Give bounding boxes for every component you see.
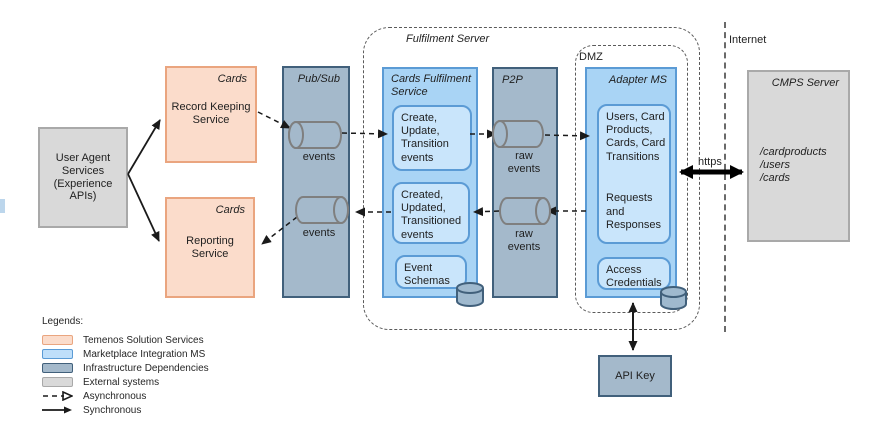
reporting-service-node: Cards Reporting Service bbox=[165, 197, 255, 298]
cards-fulfilment-service-label: Cards Fulfilment Service bbox=[391, 73, 472, 98]
legend-item-external: External systems bbox=[42, 375, 209, 389]
pubsub-label: Pub/Sub bbox=[297, 73, 340, 85]
legend-item-infrastructure: Infrastructure Dependencies bbox=[42, 361, 209, 375]
reporting-label: Reporting Service bbox=[186, 235, 234, 260]
legend-label-synchronous: Synchronous bbox=[83, 404, 142, 416]
legend-swatch-temenos bbox=[42, 335, 73, 345]
adapter-entities-text: Users, Card Products, Cards, Card Transi… bbox=[606, 111, 666, 163]
p2p-queue2-label: raw events bbox=[507, 228, 541, 253]
legend-item-temenos: Temenos Solution Services bbox=[42, 333, 209, 347]
user-agent-services-node: User Agent Services (Experience APIs) bbox=[38, 127, 128, 228]
p2p-queue1-label: raw events bbox=[507, 150, 541, 175]
user-agent-services-label: User Agent Services (Experience APIs) bbox=[53, 151, 113, 203]
create-update-transition-events-box: Create, Update, Transition events bbox=[392, 105, 472, 171]
reporting-cards-tag: Cards bbox=[215, 204, 245, 216]
arrow-useragent-to-reporting bbox=[127, 173, 160, 242]
legend-item-asynchronous: Asynchronous bbox=[42, 389, 209, 403]
legend-label-external: External systems bbox=[83, 376, 160, 388]
pubsub-queue1-label: events bbox=[302, 151, 336, 163]
access-credentials-box: Access Credentials bbox=[597, 257, 671, 290]
internet-label: Internet bbox=[729, 34, 767, 46]
https-label: https bbox=[697, 156, 723, 168]
legend-label-infrastructure: Infrastructure Dependencies bbox=[83, 362, 209, 374]
arrow-useragent-to-recordkeeping bbox=[127, 119, 161, 175]
adapter-ms-node: Adapter MS Users, Card Products, Cards, … bbox=[585, 67, 677, 298]
legend-swatch-marketplace bbox=[42, 349, 73, 359]
dmz-label: DMZ bbox=[579, 51, 603, 63]
internet-boundary-line bbox=[724, 22, 726, 332]
p2p-node: P2P bbox=[492, 67, 558, 298]
legend-swatch-external bbox=[42, 377, 73, 387]
api-key-label: API Key bbox=[615, 369, 655, 382]
record-keeping-label: Record Keeping Service bbox=[171, 101, 251, 126]
api-key-node: API Key bbox=[598, 355, 672, 397]
record-keeping-cards-tag: Cards bbox=[217, 73, 247, 85]
legend: Legends: Temenos Solution Services Marke… bbox=[42, 316, 209, 417]
legend-title: Legends: bbox=[42, 316, 84, 327]
legend-label-asynchronous: Asynchronous bbox=[83, 390, 147, 402]
legend-swatch-infrastructure bbox=[42, 363, 73, 373]
legend-label-marketplace: Marketplace Integration MS bbox=[83, 348, 206, 360]
adapter-entities-requests-box: Users, Card Products, Cards, Card Transi… bbox=[597, 104, 671, 244]
cmps-endpoints-text: /cardproducts /users /cards bbox=[760, 146, 827, 184]
event-schemas-box: Event Schemas bbox=[395, 255, 467, 289]
legend-label-temenos: Temenos Solution Services bbox=[83, 334, 204, 346]
legend-item-synchronous: Synchronous bbox=[42, 403, 209, 417]
edge-artifact bbox=[0, 199, 5, 213]
adapter-ms-label: Adapter MS bbox=[608, 74, 667, 86]
solid-arrow-icon bbox=[42, 405, 73, 415]
cards-fulfilment-service-node: Cards Fulfilment Service Create, Update,… bbox=[382, 67, 478, 298]
fulfilment-server-label: Fulfilment Server bbox=[406, 33, 490, 45]
dashed-arrow-icon bbox=[42, 391, 73, 401]
p2p-label: P2P bbox=[502, 74, 523, 86]
cmps-server-label: CMPS Server bbox=[771, 77, 839, 89]
pubsub-queue2-label: events bbox=[302, 227, 336, 239]
cmps-server-node: CMPS Server /cardproducts /users /cards bbox=[747, 70, 850, 242]
created-updated-transitioned-events-box: Created, Updated, Transitioned events bbox=[392, 182, 470, 244]
record-keeping-service-node: Cards Record Keeping Service bbox=[165, 66, 257, 163]
legend-item-marketplace: Marketplace Integration MS bbox=[42, 347, 209, 361]
adapter-requests-text: Requests and Responses bbox=[606, 192, 662, 231]
pubsub-node: Pub/Sub bbox=[282, 66, 350, 298]
